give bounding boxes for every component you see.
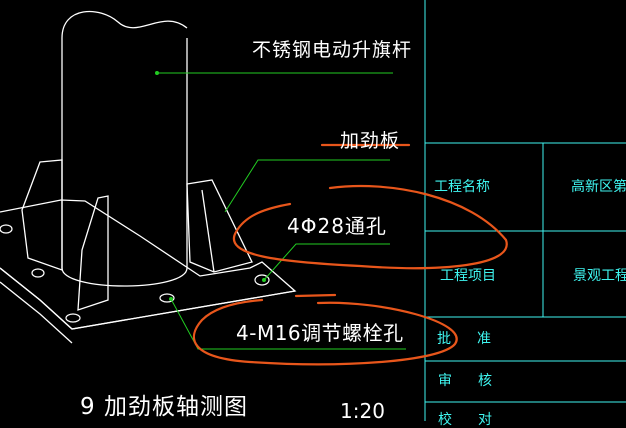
view-title: 9 加劲板轴测图 <box>80 394 248 420</box>
view-scale: 1:20 <box>340 399 385 423</box>
approve-label: 批准 <box>437 331 517 347</box>
project-name-label: 工程名称 <box>434 179 490 195</box>
review-label: 审核 <box>438 373 518 389</box>
project-name-value: 高新区第 <box>571 179 626 195</box>
bolt-holes <box>0 224 270 323</box>
stiffener-callout-label: 加劲板 <box>340 130 401 152</box>
title-block-grid <box>424 0 626 421</box>
leader-lines <box>155 71 406 350</box>
red-markup <box>193 143 508 366</box>
project-item-label: 工程项目 <box>440 268 496 284</box>
project-item-value: 景观工程 <box>573 268 626 284</box>
base-plate <box>0 199 297 344</box>
bolt-hole-callout-label: 4-M16调节螺栓孔 <box>236 321 404 345</box>
pole-callout-label: 不锈钢电动升旗杆 <box>252 39 413 61</box>
through-hole-callout-label: 4Φ28通孔 <box>287 214 387 238</box>
check-label: 校对 <box>438 412 518 428</box>
stiffener-plates <box>21 159 253 311</box>
flagpole-cylinder <box>61 10 188 287</box>
